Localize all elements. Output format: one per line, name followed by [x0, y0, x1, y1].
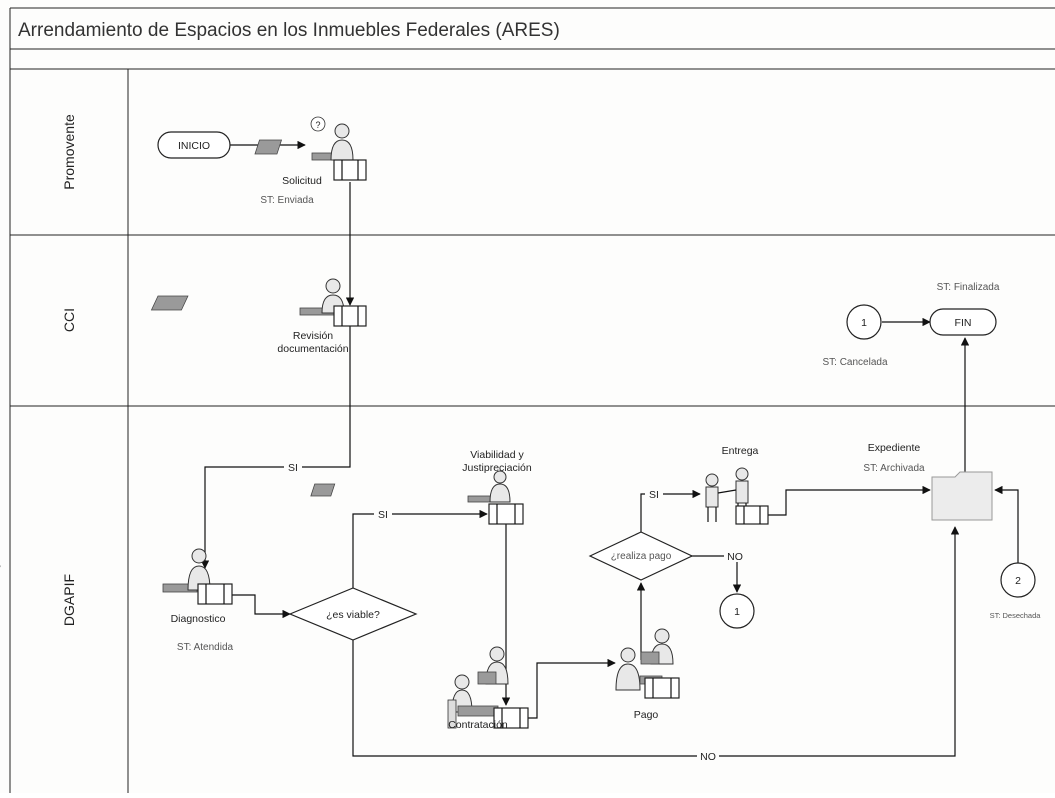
entrega-label: Entrega — [722, 445, 759, 457]
connector-1-bottom: 1 — [720, 594, 754, 628]
revision-label-line1: Revisión — [293, 330, 333, 342]
solicitud-status: ST: Enviada — [260, 195, 314, 206]
lane-label-cci: CCI — [61, 308, 77, 332]
viabilidad-activity: Viabilidad y Justipreciación — [311, 449, 532, 524]
viabilidad-label-line1: Viabilidad y — [470, 449, 524, 461]
svg-text:SI: SI — [649, 489, 659, 501]
person-computer-icon — [0, 549, 210, 592]
connector-1-top: 1 — [847, 305, 881, 339]
cancelada-status: ST: Cancelada — [822, 357, 887, 368]
edge-label-si-viable: SI — [374, 507, 392, 521]
svg-text:2: 2 — [1015, 575, 1021, 587]
lane-label-promovente: Promovente — [61, 114, 77, 190]
finalizada-status: ST: Finalizada — [937, 282, 1000, 293]
pago-label: Pago — [634, 709, 659, 721]
diagnostico-status: ST: Atendida — [177, 642, 234, 653]
expediente-node: Expediente ST: Archivada — [863, 442, 992, 520]
svg-text:?: ? — [315, 120, 320, 130]
svg-text:SI: SI — [288, 462, 298, 474]
edge-label-no-pago: NO — [724, 549, 746, 563]
diagnostico-label: Diagnostico — [171, 613, 226, 625]
folder-icon — [932, 472, 992, 520]
form-icon — [334, 306, 366, 326]
solicitud-activity: ? Solicitud ST: Enviada — [255, 117, 366, 206]
contratacion-activity: Contratación — [448, 647, 528, 731]
svg-text:INICIO: INICIO — [178, 140, 210, 152]
desechada-status: ST: Desechada — [990, 611, 1042, 620]
end-terminator: FIN — [930, 309, 996, 335]
expediente-status: ST: Archivada — [863, 463, 925, 474]
connector-2: 2 — [1001, 563, 1035, 597]
svg-text:¿realiza pago: ¿realiza pago — [611, 551, 672, 562]
svg-text:¿es viable?: ¿es viable? — [326, 609, 380, 621]
revision-activity: Revisión documentación — [151, 279, 366, 355]
edge-label-si-revision: SI — [284, 460, 302, 474]
form-icon — [198, 584, 232, 604]
lane-label-dgapif: DGAPIF — [61, 574, 77, 626]
form-icon — [736, 506, 768, 524]
diagnostico-activity: Diagnostico ST: Atendida — [0, 549, 234, 653]
expediente-label: Expediente — [868, 442, 921, 454]
svg-text:FIN: FIN — [955, 317, 972, 329]
solicitud-label: Solicitud — [282, 175, 322, 187]
diagram-title: Arrendamiento de Espacios en los Inmuebl… — [18, 20, 560, 41]
form-icon — [645, 678, 679, 698]
person-computer-icon: ? — [255, 117, 353, 160]
svg-text:NO: NO — [727, 551, 743, 563]
start-terminator: INICIO — [158, 132, 230, 158]
svg-text:NO: NO — [700, 751, 716, 763]
svg-text:1: 1 — [861, 317, 867, 329]
edge-label-no-viable: NO — [697, 749, 719, 763]
person-desk-icon — [151, 279, 344, 315]
svg-text:1: 1 — [734, 606, 740, 618]
person-computer-icon — [311, 471, 510, 502]
form-icon — [489, 504, 523, 524]
svg-text:SI: SI — [378, 509, 388, 521]
form-icon — [334, 160, 366, 180]
contratacion-label: Contratación — [448, 719, 508, 731]
edge-label-si-pago: SI — [645, 487, 663, 501]
pago-decision: ¿realiza pago — [590, 532, 692, 580]
pago-activity: Pago — [616, 629, 679, 721]
revision-label-line2: documentación — [277, 343, 348, 355]
viable-decision: ¿es viable? — [290, 588, 416, 640]
swimlane-frame — [10, 8, 1055, 793]
entrega-activity: Entrega — [706, 445, 768, 524]
